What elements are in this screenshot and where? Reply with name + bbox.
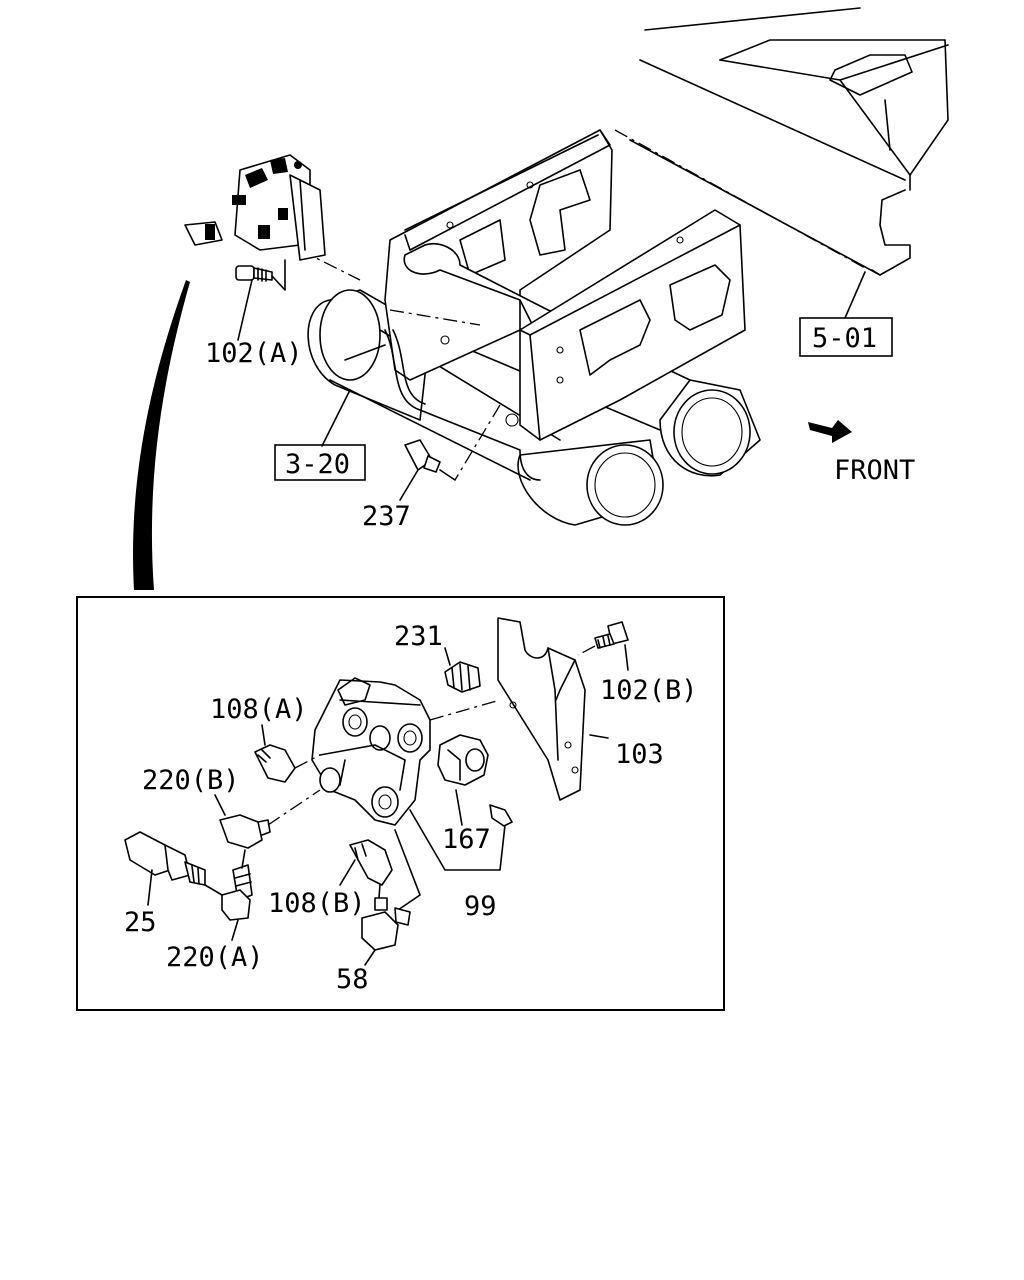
front-arrow-icon xyxy=(808,420,852,443)
pressure-switch-25 xyxy=(124,831,206,886)
leader-5-01-box xyxy=(844,271,866,319)
leader-3-20-box xyxy=(321,389,351,447)
label-99: 99 xyxy=(464,891,497,922)
ref-box-5-01 xyxy=(799,317,893,357)
label-220b: 220(B) xyxy=(142,765,240,796)
block-167 xyxy=(437,734,489,786)
plug-237 xyxy=(404,439,441,473)
label-25: 25 xyxy=(124,907,157,938)
axle-assembly xyxy=(307,129,761,526)
label-58: 58 xyxy=(336,964,369,995)
label-108a: 108(A) xyxy=(210,694,308,725)
label-102a: 102(A) xyxy=(205,338,303,369)
leader-frame xyxy=(614,129,866,269)
union-220b xyxy=(219,814,271,849)
bolt-102b xyxy=(594,621,629,649)
ref-box-3-20 xyxy=(274,444,366,481)
label-231: 231 xyxy=(394,621,443,652)
label-103: 103 xyxy=(615,739,664,770)
elbow-108a xyxy=(254,744,296,783)
label-102b: 102(B) xyxy=(600,675,698,706)
ref-label-5-01[interactable]: 5-01 xyxy=(812,323,877,354)
ref-label-3-20[interactable]: 3-20 xyxy=(285,449,350,480)
detail-frame xyxy=(76,596,725,1011)
bolt-102a-upper xyxy=(235,265,273,282)
detail-pointer-arrow xyxy=(133,280,190,590)
front-label: FRONT xyxy=(834,455,915,486)
label-167: 167 xyxy=(442,824,491,855)
screw-small xyxy=(489,804,513,827)
label-108b: 108(B) xyxy=(268,888,366,919)
elbow-108b xyxy=(349,839,393,886)
relay-valve-99 xyxy=(311,677,431,826)
relay-valve-small xyxy=(184,154,326,261)
union-220a xyxy=(221,864,253,921)
frame-rail xyxy=(629,7,949,276)
elbow-58 xyxy=(361,897,411,951)
label-220a: 220(A) xyxy=(166,942,264,973)
leader-237 xyxy=(454,404,501,481)
fitting-231 xyxy=(444,661,481,693)
label-237: 237 xyxy=(362,501,411,532)
bracket-103 xyxy=(497,617,586,801)
